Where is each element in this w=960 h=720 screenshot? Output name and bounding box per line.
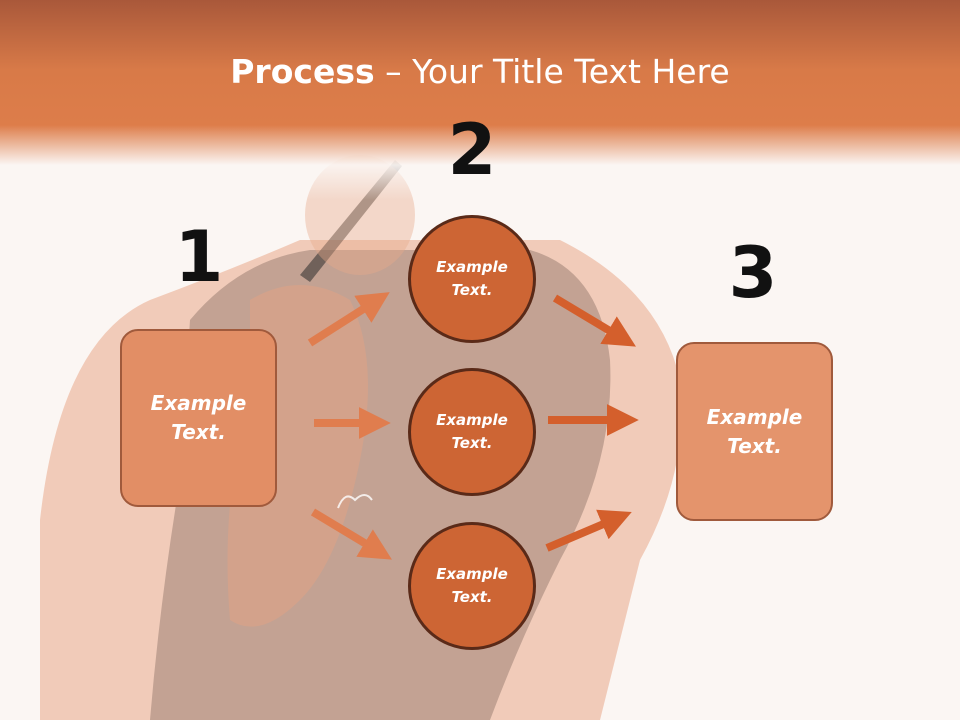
step-2-circle-1: Example Text. — [408, 215, 536, 343]
step-number-2: 2 — [447, 109, 497, 191]
slide-title: Process – Your Title Text Here — [0, 52, 960, 91]
step-number-1: 1 — [174, 216, 224, 298]
bracelet-mark — [337, 494, 373, 509]
step-2-circle-2: Example Text. — [408, 368, 536, 496]
title-rest: – Your Title Text Here — [374, 52, 730, 91]
step-2-circle-3: Example Text. — [408, 522, 536, 650]
step-2-circle-1-text: Example Text. — [436, 257, 508, 299]
step-3-box: Example Text. — [676, 342, 833, 521]
header-band — [0, 0, 960, 200]
step-2-circle-2-text: Example Text. — [436, 410, 508, 452]
step-1-text: Example Text. — [150, 391, 247, 444]
step-number-3: 3 — [728, 232, 778, 314]
step-1-box: Example Text. — [120, 329, 277, 507]
step-3-text: Example Text. — [706, 404, 803, 458]
step-2-circle-3-text: Example Text. — [436, 564, 508, 606]
title-strong: Process — [230, 52, 375, 91]
